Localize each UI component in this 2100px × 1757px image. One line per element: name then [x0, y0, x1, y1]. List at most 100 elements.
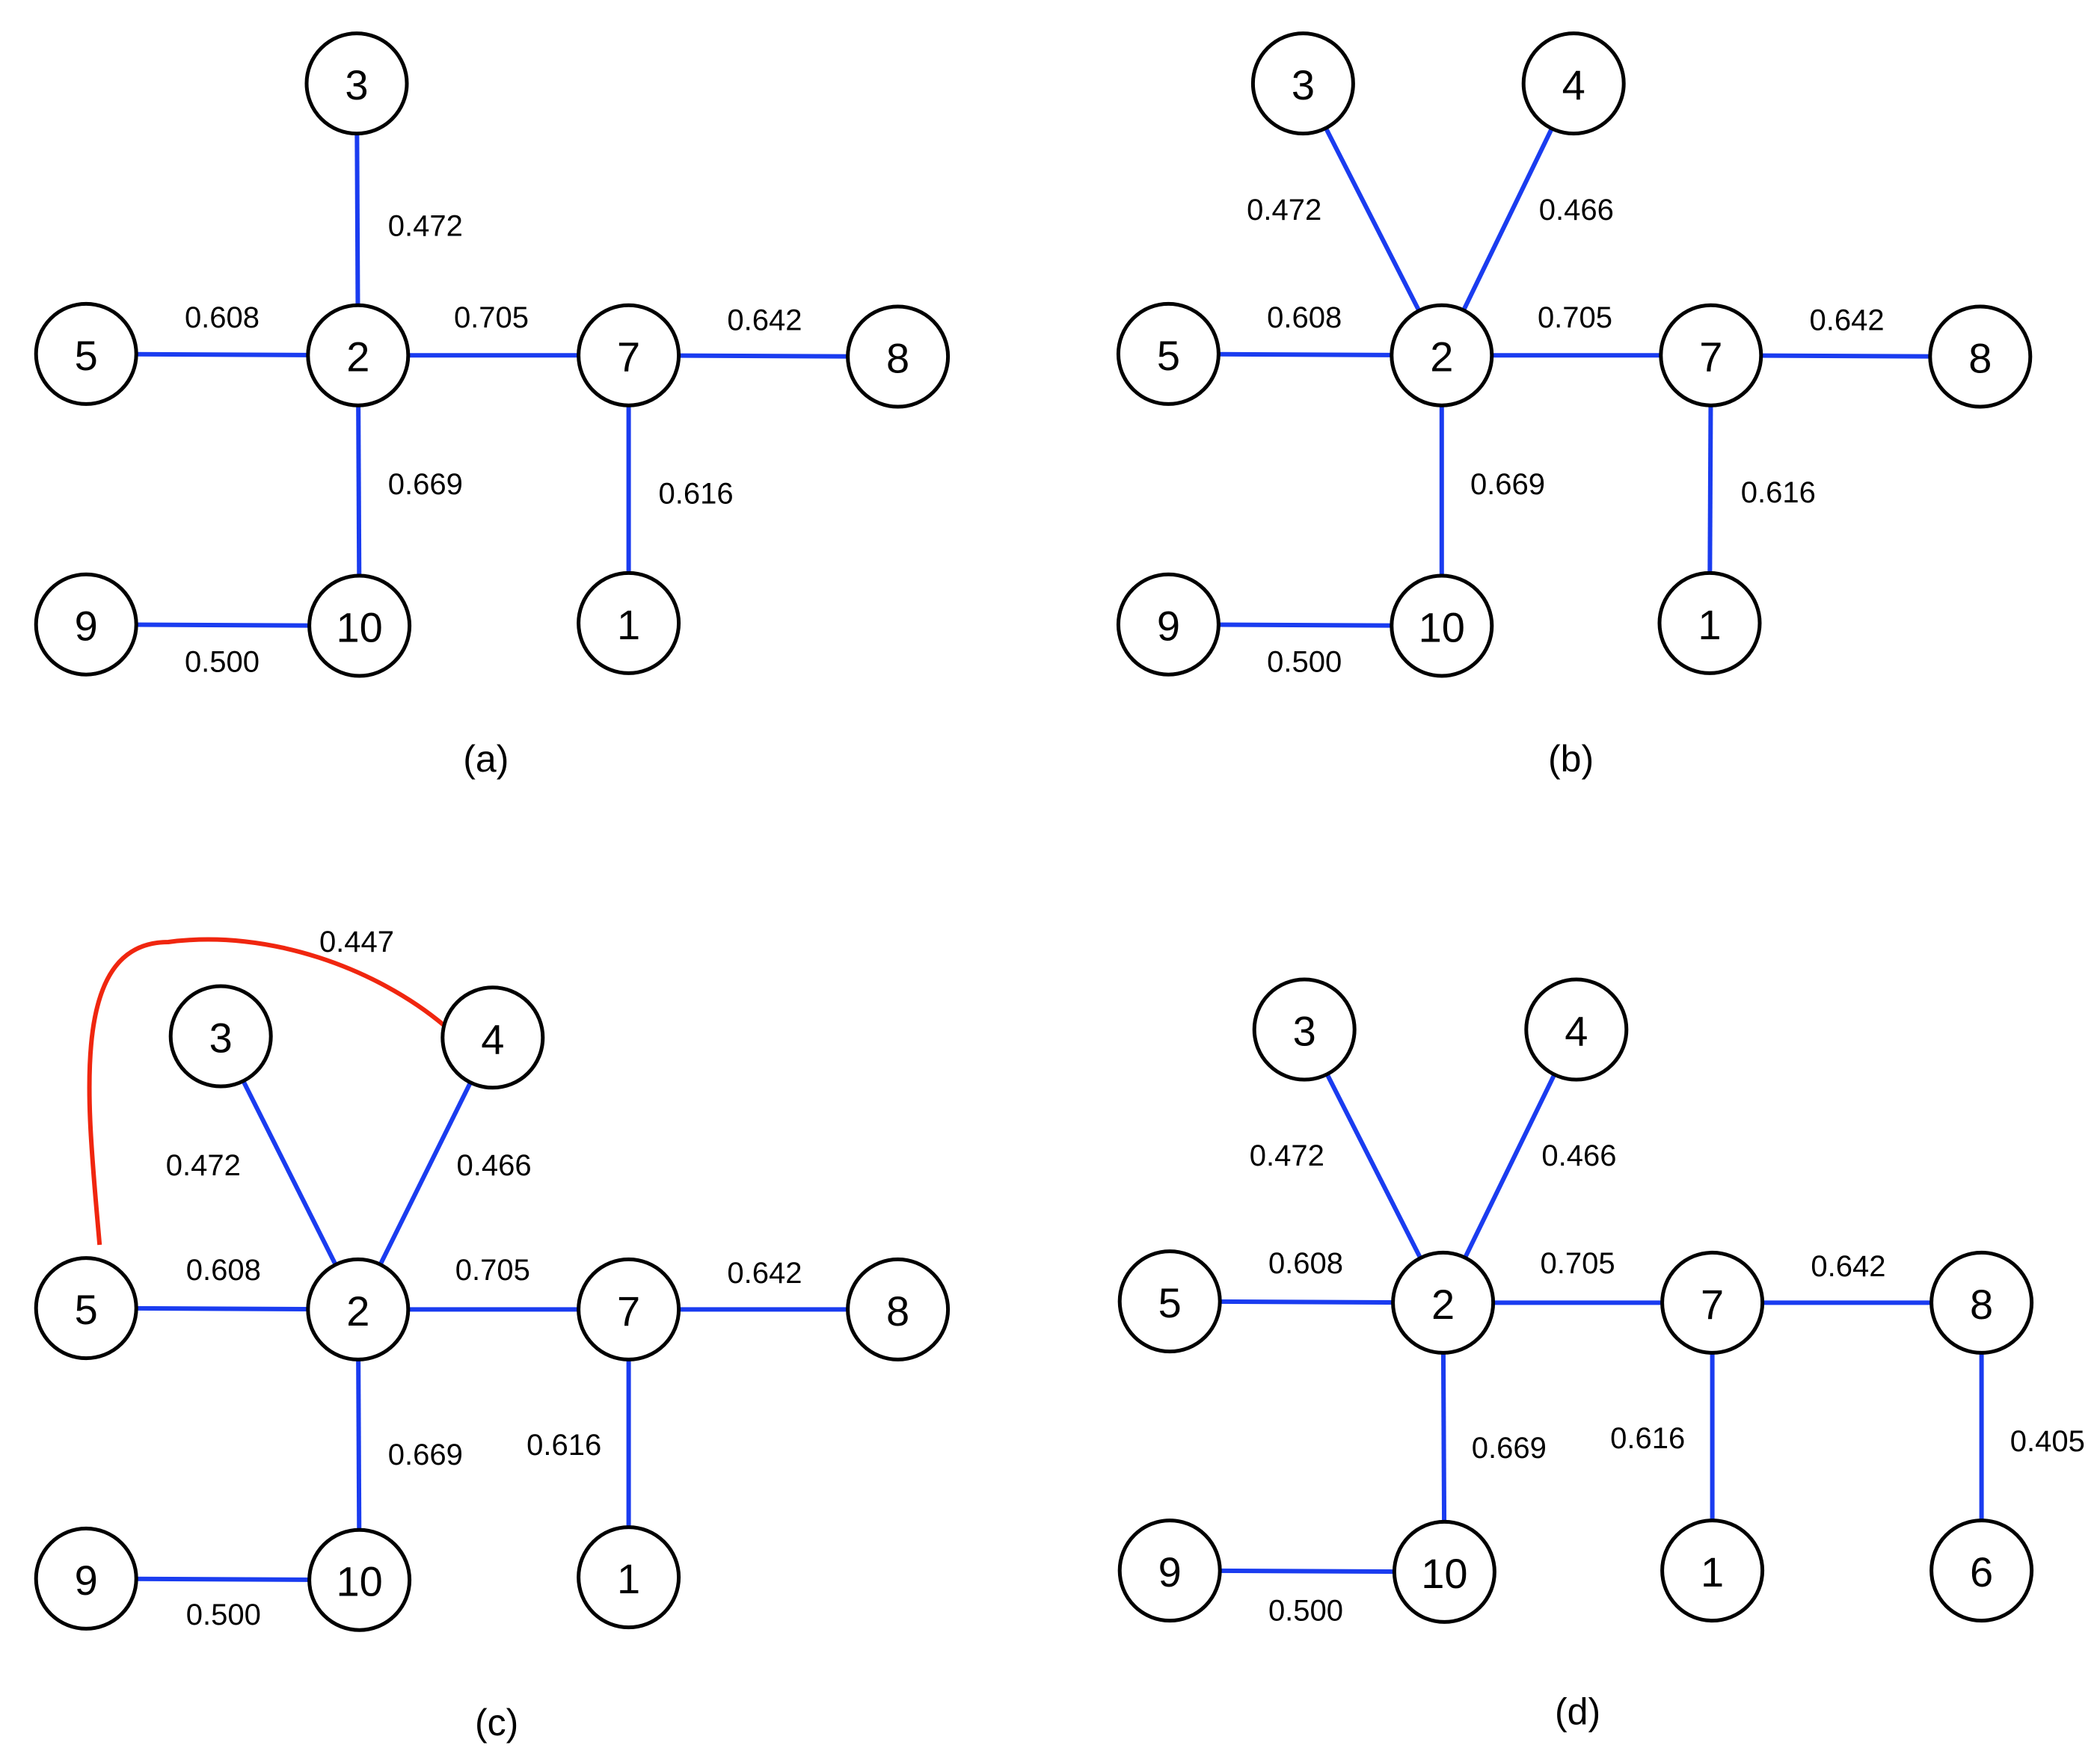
edge-weight-label: 0.669 [388, 1438, 463, 1471]
node-circle [846, 1257, 951, 1361]
node-label: 3 [345, 61, 368, 108]
node-label: 2 [1431, 1281, 1455, 1328]
node-label: 5 [1157, 332, 1180, 379]
node-label: 3 [1292, 61, 1315, 108]
node-circle [1521, 31, 1626, 136]
node-circle [577, 303, 681, 407]
node-2: 2 [1391, 1250, 1496, 1355]
node-circle [1250, 31, 1355, 136]
edge-weight-label: 0.705 [1541, 1247, 1615, 1280]
node-label: 9 [1158, 1548, 1182, 1596]
node-label: 8 [1970, 1281, 1993, 1328]
node-circle [168, 984, 273, 1089]
node-circle [34, 1526, 138, 1631]
node-circle [1390, 303, 1494, 407]
edge-weight-label: 0.447 [319, 926, 394, 958]
node-label: 1 [617, 601, 640, 648]
node-circle [577, 1525, 681, 1630]
panel-caption: (c) [475, 1702, 518, 1744]
node-circle [1390, 573, 1494, 678]
node-circle [304, 31, 409, 136]
edge-weight-label: 0.500 [1268, 1595, 1343, 1628]
node-circle [1660, 1250, 1765, 1355]
edge-weight-label: 0.705 [455, 1254, 530, 1287]
node-label: 10 [1421, 1550, 1467, 1597]
node-8: 8 [846, 304, 951, 409]
node-label: 1 [617, 1555, 640, 1602]
edge-weight-label: 0.669 [1470, 468, 1545, 501]
node-label: 10 [336, 1558, 382, 1605]
edge-weight-label: 0.472 [1247, 194, 1321, 227]
node-label: 4 [1562, 61, 1585, 108]
node-circle [846, 304, 951, 409]
edge-weight-label: 0.466 [1541, 1139, 1616, 1172]
node-label: 2 [346, 1287, 369, 1335]
node-10: 10 [1390, 573, 1494, 678]
node-label: 1 [1701, 1548, 1724, 1596]
node-4: 4 [1524, 977, 1629, 1082]
node-circle [34, 1256, 138, 1361]
edge-weight-label: 0.705 [1538, 301, 1612, 334]
node-3: 3 [304, 31, 409, 136]
edge-weight-label: 0.608 [186, 1254, 261, 1287]
node-label: 3 [1293, 1008, 1316, 1055]
node-label: 10 [336, 604, 382, 651]
node-label: 7 [1701, 1281, 1724, 1328]
edge-weight-label: 0.466 [457, 1149, 532, 1182]
edge-weight-label: 0.616 [1610, 1422, 1685, 1455]
node-circle [306, 303, 411, 407]
node-label: 8 [886, 335, 909, 382]
node-circle [1524, 977, 1629, 1082]
node-2: 2 [306, 1257, 411, 1361]
node-circle [1659, 303, 1763, 407]
node-label: 2 [1430, 333, 1453, 381]
edge-weight-label: 0.608 [1267, 301, 1342, 334]
node-7: 7 [577, 1257, 681, 1361]
edge-weight-label: 0.669 [1472, 1432, 1547, 1465]
node-circle [307, 1527, 412, 1632]
edge-weight-label: 0.616 [1741, 476, 1816, 509]
node-label: 3 [209, 1015, 233, 1062]
node-label: 9 [75, 603, 98, 650]
node-label: 7 [617, 333, 640, 381]
edge-weight-label: 0.472 [388, 209, 463, 242]
edge-weight-label: 0.500 [185, 646, 260, 679]
node-2: 2 [1390, 303, 1494, 407]
node-label: 7 [617, 1287, 640, 1335]
node-circle [306, 1257, 411, 1361]
node-6: 6 [1929, 1518, 2034, 1623]
node-circle [577, 1257, 681, 1361]
edge-weight-label: 0.608 [1268, 1247, 1343, 1280]
node-circle [1116, 301, 1221, 406]
node-7: 7 [1660, 1250, 1765, 1355]
edge-weight-label: 0.705 [454, 301, 529, 334]
node-1: 1 [1660, 1518, 1765, 1623]
node-circle [1117, 1518, 1222, 1623]
panel-caption: (d) [1555, 1691, 1600, 1733]
node-circle [1657, 570, 1762, 675]
node-circle [577, 570, 681, 675]
node-1: 1 [577, 570, 681, 675]
node-3: 3 [1252, 977, 1357, 1082]
node-7: 7 [1659, 303, 1763, 407]
node-label: 7 [1699, 333, 1722, 381]
edge-weight-label: 0.608 [185, 301, 260, 334]
node-9: 9 [1116, 572, 1221, 677]
node-label: 9 [1157, 603, 1180, 650]
node-1: 1 [1657, 570, 1762, 675]
node-label: 5 [75, 1286, 98, 1333]
node-circle [1116, 572, 1221, 677]
node-label: 10 [1419, 604, 1465, 651]
node-5: 5 [34, 301, 138, 406]
node-label: 6 [1970, 1548, 1993, 1596]
node-5: 5 [1116, 301, 1221, 406]
node-1: 1 [577, 1525, 681, 1630]
node-circle [1929, 1518, 2034, 1623]
node-3: 3 [1250, 31, 1355, 136]
edges [1168, 82, 1980, 628]
edge-weight-label: 0.669 [388, 468, 463, 501]
node-circle [1252, 977, 1357, 1082]
edge-weight-label: 0.472 [166, 1149, 241, 1182]
